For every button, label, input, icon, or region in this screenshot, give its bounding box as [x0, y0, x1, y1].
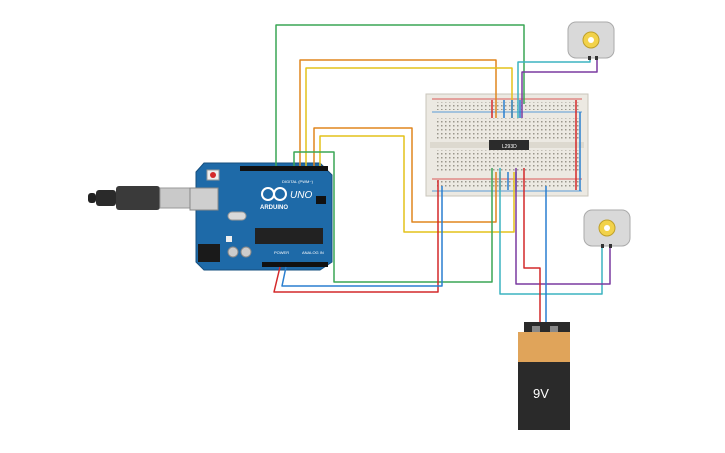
wire-yellow-mid[interactable] — [319, 135, 515, 233]
wire-green-mid[interactable] — [293, 151, 493, 283]
dc-motor-icon[interactable] — [567, 21, 615, 60]
digital-header[interactable] — [240, 166, 328, 171]
wire-cyan-motor2[interactable] — [499, 168, 603, 295]
wire-purple-motor1[interactable] — [521, 55, 598, 118]
power-label: POWER — [274, 250, 289, 255]
wire-green-top[interactable] — [275, 24, 525, 166]
breadboard[interactable] — [425, 93, 589, 197]
battery-icon[interactable]: 9V — [518, 322, 570, 430]
arduino-logo — [261, 187, 287, 201]
digital-label: DIGITAL (PWM~) — [282, 179, 314, 184]
wire-red-power[interactable] — [273, 180, 439, 293]
usb-jack — [189, 187, 219, 211]
wire-red-battery[interactable] — [523, 168, 541, 328]
wire-blue-gnd[interactable] — [281, 186, 443, 287]
reset-button-icon[interactable] — [206, 169, 220, 181]
battery-voltage-label: 9V — [533, 386, 549, 401]
wires — [273, 24, 611, 328]
microcontroller-chip — [255, 228, 323, 244]
wire-purple-motor2[interactable] — [515, 168, 611, 285]
ic-chip-icon[interactable]: L293D — [489, 140, 529, 150]
model-text: UNO — [290, 190, 312, 201]
wire-orange-top[interactable] — [299, 59, 497, 166]
wire-orange-mid[interactable] — [313, 127, 497, 223]
wire-yellow-top[interactable] — [305, 67, 513, 166]
power-jack — [198, 244, 220, 262]
analog-label: ANALOG IN — [302, 250, 324, 255]
brand-text: ARDUINO — [260, 205, 288, 211]
dc-motor-icon-2[interactable] — [583, 209, 631, 248]
power-analog-header[interactable] — [262, 262, 328, 267]
arduino-uno-board[interactable]: ARDUINO UNO DIGITAL (PWM~) POWER ANALOG … — [189, 162, 333, 271]
ic-label: L293D — [502, 144, 517, 150]
